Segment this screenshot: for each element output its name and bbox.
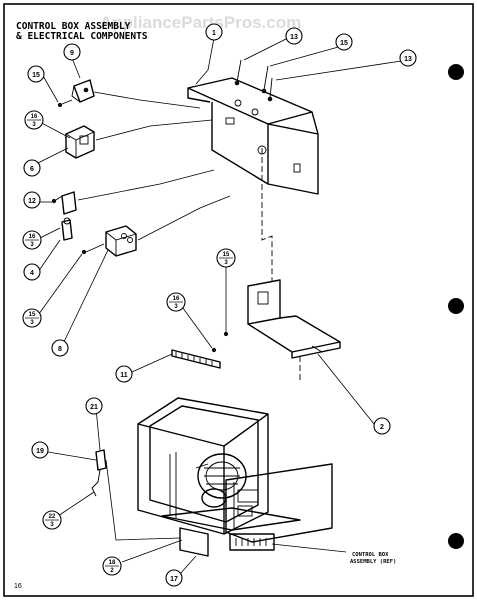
callout-15-top: 15	[335, 33, 353, 51]
callout-22-den: 3	[50, 522, 54, 528]
component-17-plate	[179, 527, 209, 557]
callout-16a-den: 3	[32, 122, 36, 128]
callout-17: 17	[165, 569, 183, 587]
control-box-ref-block	[229, 533, 275, 551]
callout-1-label: 1	[212, 30, 216, 37]
callout-13-top: 13	[285, 27, 303, 45]
callout-13-right: 13	[399, 49, 417, 67]
callout-8-label: 8	[58, 346, 62, 353]
callout-15-fraction-a: 15 3	[22, 308, 42, 328]
component-12-bracket	[51, 191, 77, 215]
callout-18-fraction: 18 2	[102, 556, 122, 576]
callout-16c-den: 3	[174, 304, 178, 310]
callout-15-left: 15	[27, 65, 45, 83]
callout-19-label: 19	[36, 448, 44, 455]
callout-16b-den: 3	[30, 242, 34, 248]
callout-2: 2	[373, 417, 391, 435]
diagram-title-line2: & ELECTRICAL COMPONENTS	[16, 31, 148, 42]
binder-hole-middle	[448, 298, 464, 314]
wire-9-to-panel	[93, 91, 201, 109]
component-9-switch	[57, 79, 95, 108]
diagram-title-line1: CONTROL BOX ASSEMBLY	[16, 21, 131, 32]
wire-12-to-panel	[77, 169, 215, 201]
callout-15-top-label: 15	[340, 40, 348, 47]
access-panel	[225, 463, 333, 543]
callout-15b-den: 3	[224, 260, 228, 266]
callout-16c-num: 16	[173, 296, 180, 302]
page-number: 16	[14, 583, 22, 590]
callout-4-label: 4	[30, 270, 34, 277]
binder-hole-top	[448, 64, 464, 80]
control-box-ref-note-line1: CONTROL BOX	[352, 552, 389, 558]
mounting-screws-top	[234, 59, 273, 102]
callout-12-label: 12	[28, 198, 36, 205]
control-box-lower-bracket	[247, 279, 341, 359]
callout-15-fraction-b: 15 3	[216, 248, 236, 268]
callout-15a-num: 15	[29, 312, 36, 318]
callout-12: 12	[23, 191, 41, 209]
control-box-upper-panel	[187, 77, 319, 195]
callout-1: 1	[205, 23, 223, 41]
callout-6: 6	[23, 159, 41, 177]
callout-16b-num: 16	[29, 234, 36, 240]
callout-13-right-label: 13	[404, 56, 412, 63]
callout-leaders	[35, 35, 409, 575]
wire-8-to-panel	[137, 195, 231, 241]
component-19-sensor	[91, 449, 181, 541]
callout-21-label: 21	[90, 404, 98, 411]
callout-16-fraction-b: 16 3	[22, 230, 42, 250]
callout-18-num: 18	[109, 560, 116, 566]
component-8-contactor	[81, 225, 137, 257]
blower-cabinet	[137, 397, 301, 535]
assembly-line-panel-to-bracket	[261, 148, 273, 282]
component-11-terminal-strip	[171, 331, 229, 369]
callout-15b-num: 15	[223, 252, 230, 258]
wire-6-to-panel	[95, 119, 213, 141]
watermark: AppliancePartsPros.com	[100, 13, 301, 32]
page-border	[3, 3, 474, 597]
callout-22-num: 22	[49, 514, 56, 520]
callout-8: 8	[51, 339, 69, 357]
callout-4: 4	[23, 263, 41, 281]
callout-15a-den: 3	[30, 320, 34, 326]
callout-19: 19	[31, 441, 49, 459]
callout-16a-num: 16	[31, 114, 38, 120]
callout-11-label: 11	[120, 372, 128, 379]
component-6-relay	[65, 125, 95, 159]
callout-2-label: 2	[380, 424, 384, 431]
callout-18-den: 2	[110, 568, 114, 574]
callout-22-fraction: 22 3	[42, 510, 62, 530]
callout-16-fraction-a: 16 3	[24, 110, 44, 130]
callout-16-fraction-c: 16 3	[166, 292, 186, 312]
control-box-ref-note-line2: ASSEMBLY (REF)	[350, 559, 396, 565]
callout-21: 21	[85, 397, 103, 415]
callout-17-label: 17	[170, 576, 178, 583]
callout-9: 9	[63, 43, 81, 61]
callout-13-top-label: 13	[290, 34, 298, 41]
callout-9-label: 9	[70, 50, 74, 57]
component-4-capacitor	[61, 217, 73, 241]
callout-15-left-label: 15	[32, 72, 40, 79]
binder-hole-bottom	[448, 533, 464, 549]
callout-11: 11	[115, 365, 133, 383]
callout-6-label: 6	[30, 166, 34, 173]
